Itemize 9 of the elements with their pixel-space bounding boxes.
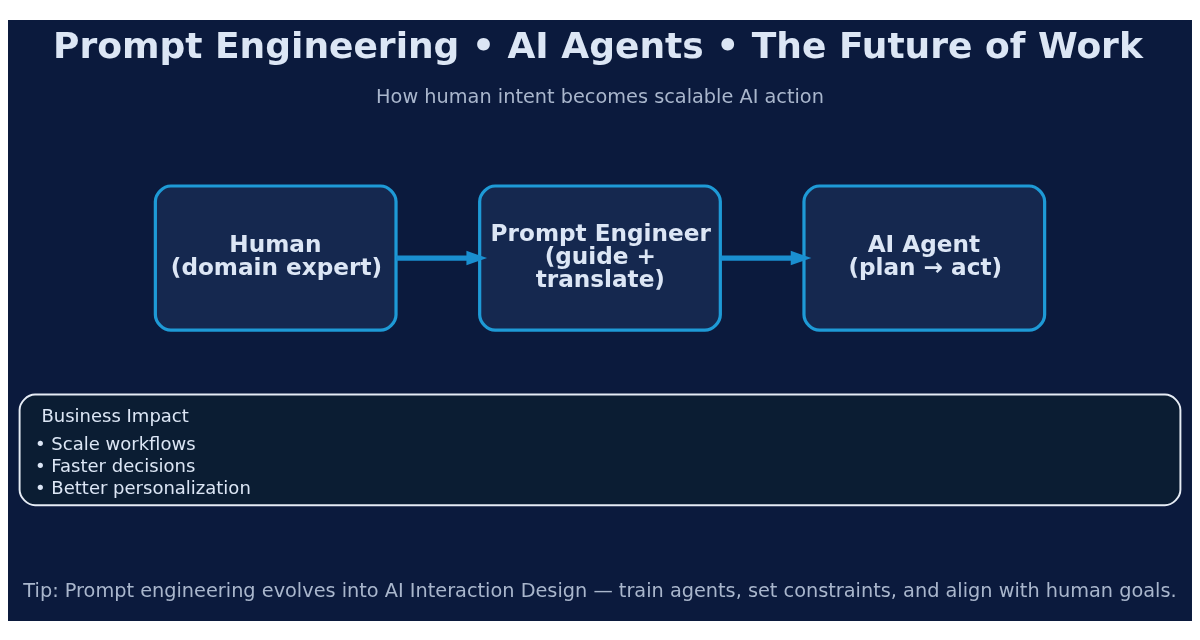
node-box: Business Impact • Scale workflows • Faster decisions • Better personalization [18, 393, 1182, 506]
node-box: Human (domain expert) [153, 183, 398, 332]
diagram-title: Prompt Engineering • AI Agents • The Future of Work [53, 24, 1143, 66]
node-box: AI Agent (plan → act) [802, 183, 1047, 332]
node-box: Prompt Engineer (guide + translate) [478, 183, 722, 332]
arrow [720, 250, 812, 265]
caption: Tip: Prompt engineering evolves into AI Interaction Design — train agents, set constraints, and align with human goals. [23, 578, 1177, 602]
label: How human intent becomes scalable AI action [376, 84, 824, 108]
arrow [396, 250, 488, 265]
